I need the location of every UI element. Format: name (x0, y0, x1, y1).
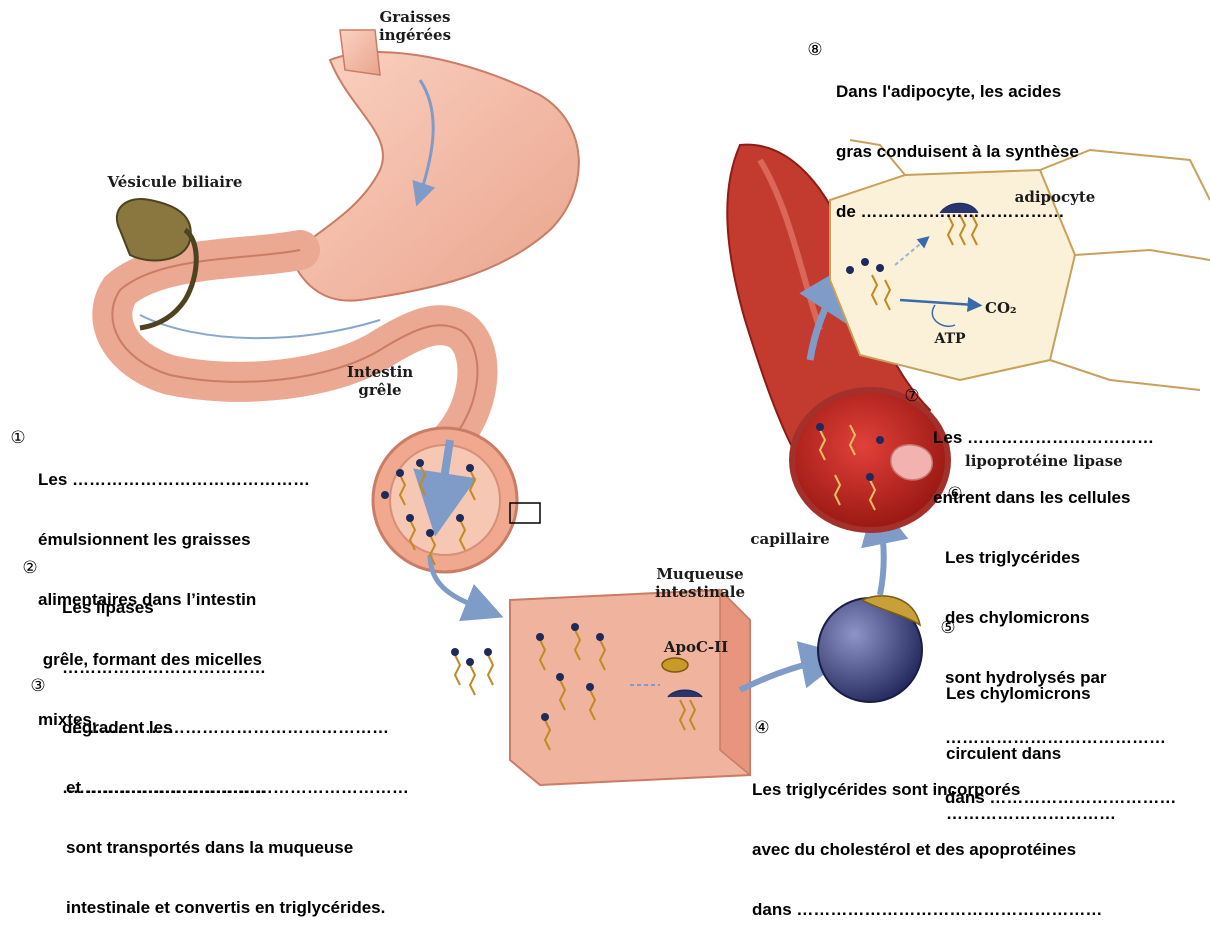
lipoprotein-lipase-blob (891, 445, 932, 480)
step1-line: Les …………………………………… (38, 470, 310, 490)
label-intestin-line2: grêle (340, 381, 420, 399)
apoc-ii-blob (662, 658, 688, 672)
step6-line: ………………………………… (945, 728, 1176, 748)
label-muqueuse-line2: intestinale (650, 583, 750, 601)
step3-line: et ………………………………………………… (66, 778, 409, 798)
intestinal-mucosa (510, 590, 750, 785)
label-vesicule-biliaire: Vésicule biliaire (95, 173, 255, 191)
label-intestin-grele: Intestin grêle (340, 363, 420, 399)
step2-line: ……………………………… (62, 658, 266, 678)
step8-line: de ……………………………… (836, 202, 1079, 222)
step2-number: ② (20, 558, 40, 578)
step4-number: ④ (752, 718, 772, 738)
step1-number: ① (8, 428, 28, 448)
label-apoc-ii: ApoC-II (660, 638, 732, 656)
step3-line: ………………………………………………… (66, 718, 409, 738)
step6-text: Les triglycérides des chylomicrons sont … (945, 508, 1176, 828)
fat-digestion-diagram: Graisses ingérées Vésicule biliaire Inte… (0, 0, 1210, 803)
label-muqueuse-line1: Muqueuse (650, 565, 750, 583)
step7-text: Les …………………………… entrent dans les cellule… (933, 388, 1154, 528)
gallbladder (117, 199, 191, 260)
step7-line: Les …………………………… (933, 428, 1154, 448)
step3-text: ………………………………………………… et ……………………………………………… (66, 678, 409, 938)
step8-line: Dans l'adipocyte, les acides (836, 82, 1079, 102)
step2-line: Les lipases (62, 598, 266, 618)
step7-number: ⑦ (902, 386, 922, 406)
label-graisses-ingerees: Graisses ingérées (370, 8, 460, 44)
stomach (290, 52, 579, 301)
step3-number: ③ (28, 676, 48, 696)
label-capillaire: capillaire (745, 530, 835, 548)
label-graisses-line1: Graisses (370, 8, 460, 26)
step4-line: dans ……………………………………………… (752, 900, 1102, 920)
step7-line: entrent dans les cellules (933, 488, 1154, 508)
step8-text: Dans l'adipocyte, les acides gras condui… (836, 42, 1079, 242)
step6-line: Les triglycérides (945, 548, 1176, 568)
label-graisses-line2: ingérées (370, 26, 460, 44)
step6-line: sont hydrolysés par (945, 668, 1176, 688)
label-intestin-line1: Intestin (340, 363, 420, 381)
step1-line: émulsionnent les graisses (38, 530, 310, 550)
step6-line: dans …………………………… (945, 788, 1176, 808)
step3-line: intestinale et convertis en triglycéride… (66, 898, 409, 918)
step3-line: sont transportés dans la muqueuse (66, 838, 409, 858)
label-co2: CO₂ (985, 299, 1025, 317)
step8-line: gras conduisent à la synthèse (836, 142, 1079, 162)
label-muqueuse-intestinale: Muqueuse intestinale (650, 565, 750, 601)
step8-number: ⑧ (805, 40, 825, 60)
label-atp: ATP (930, 330, 970, 348)
step6-line: des chylomicrons (945, 608, 1176, 628)
